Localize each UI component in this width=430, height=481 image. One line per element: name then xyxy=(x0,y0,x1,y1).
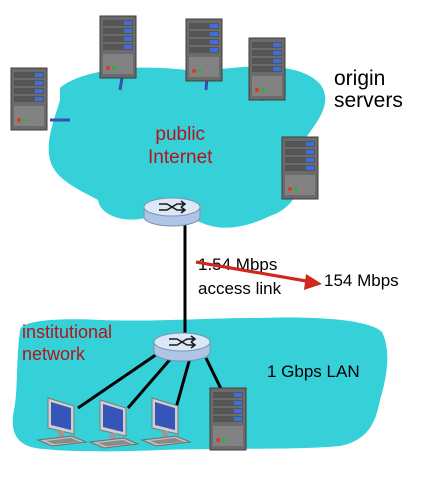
lan-speed-label: 1 Gbps LAN xyxy=(267,362,360,381)
access-link-speed-label: 1.54 Mbps xyxy=(198,255,278,274)
institutional-network-label: institutional network xyxy=(22,322,112,365)
origin-servers-line-1: origin xyxy=(334,67,386,90)
access-link-name-label: access link xyxy=(198,279,282,298)
upgraded-speed-label: 154 Mbps xyxy=(324,271,399,290)
public-internet-label: public Internet xyxy=(148,124,212,170)
origin-servers-label: origin servers xyxy=(334,67,403,113)
origin-servers-line-2: servers xyxy=(334,89,403,113)
institutional-network-line-1: institutional xyxy=(22,322,113,342)
public-internet-cloud xyxy=(48,66,326,228)
institutional-network-line-2: network xyxy=(22,343,86,364)
public-internet-line-1: public xyxy=(155,124,206,145)
public-internet-line-2: Internet xyxy=(148,146,213,168)
